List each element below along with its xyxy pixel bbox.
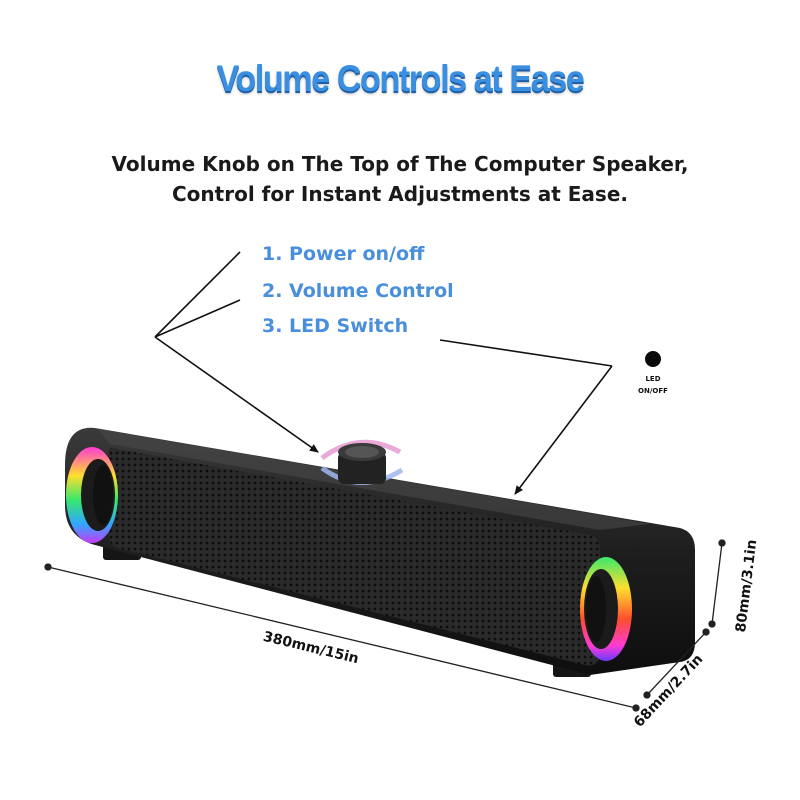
feature-volume: 2. Volume Control xyxy=(262,280,454,302)
rgb-light-ring-left xyxy=(66,447,118,543)
subtitle-line-2: Control for Instant Adjustments at Ease. xyxy=(172,182,628,206)
subtitle-line-1: Volume Knob on The Top of The Computer S… xyxy=(111,152,689,176)
led-button-dot xyxy=(645,351,661,367)
led-label-line-2: ON/OFF xyxy=(638,387,668,395)
pointer-lines xyxy=(154,251,613,495)
led-button-label: LED ON/OFF xyxy=(628,373,678,397)
dimension-lines xyxy=(44,539,726,712)
led-label-line-1: LED xyxy=(645,375,661,383)
volume-knob xyxy=(320,439,404,485)
feature-led: 3. LED Switch xyxy=(262,315,409,337)
rgb-light-ring-right xyxy=(580,557,632,661)
feature-power: 1. Power on/off xyxy=(262,243,425,265)
page-title: Volume Controls at Ease xyxy=(216,58,585,99)
